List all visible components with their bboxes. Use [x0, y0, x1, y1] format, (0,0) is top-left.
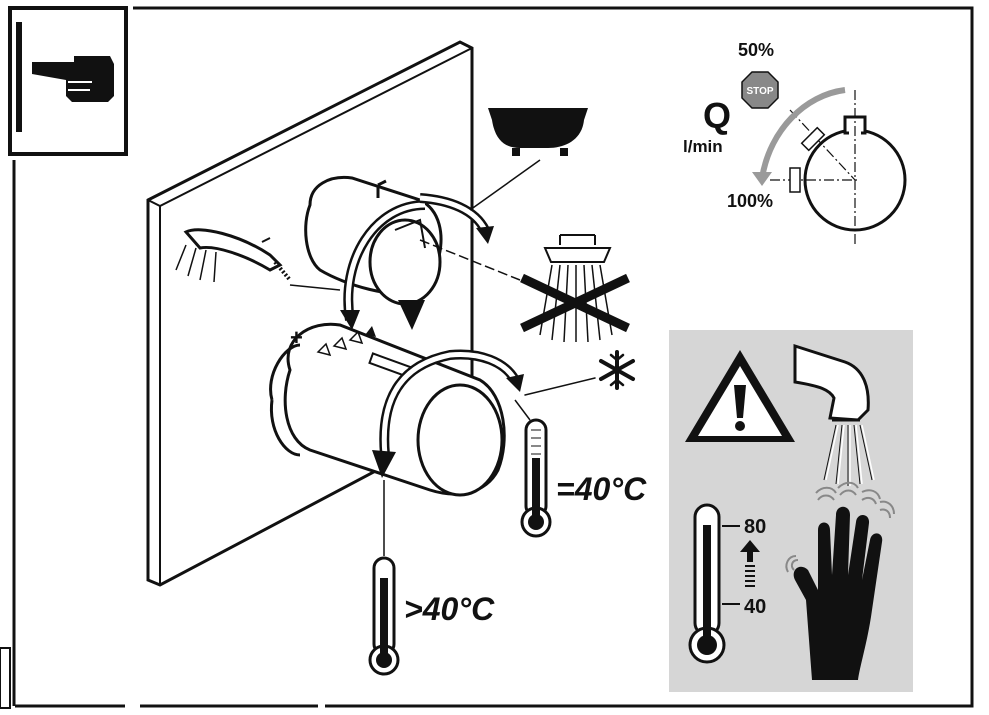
- snowflake-icon: [524, 350, 635, 396]
- temp-greater-40-label: >40°C: [404, 591, 495, 627]
- thermometer-icon: [688, 503, 760, 664]
- scale-high-label: 80: [744, 516, 766, 538]
- frame: [0, 6, 974, 709]
- warning-panel: 80 40: [669, 330, 913, 692]
- temp-equal-40-label: =40°C: [556, 471, 647, 507]
- stop-sign-icon: STOP: [741, 71, 779, 109]
- thermometer-icon: [368, 480, 400, 676]
- scale-low-label: 40: [744, 596, 766, 618]
- bathtub-icon: [469, 108, 588, 211]
- flow-q-label: Q: [703, 95, 731, 136]
- thermostat-knob: +: [269, 322, 506, 497]
- stop-label: STOP: [746, 86, 773, 97]
- wall-plate: [146, 40, 474, 587]
- flow-100-label: 100%: [727, 191, 773, 211]
- note-box: [8, 6, 128, 156]
- rotation-arrows: [340, 193, 524, 478]
- thermometer-icon: [514, 399, 552, 538]
- overhead-shower-crossed-icon: [419, 234, 630, 343]
- flow-unit-label: l/min: [683, 137, 723, 156]
- flow-50-label: 50%: [738, 40, 774, 60]
- hand-icon: [785, 481, 895, 680]
- warning-triangle-icon: [685, 350, 795, 442]
- flow-rate-diagram: Q l/min 50% 100% STOP: [683, 40, 907, 245]
- pointing-hand-icon: [32, 56, 114, 102]
- plus-sign: +: [290, 325, 303, 350]
- hand-shower-icon: [175, 228, 341, 291]
- faucet-icon: [793, 343, 875, 486]
